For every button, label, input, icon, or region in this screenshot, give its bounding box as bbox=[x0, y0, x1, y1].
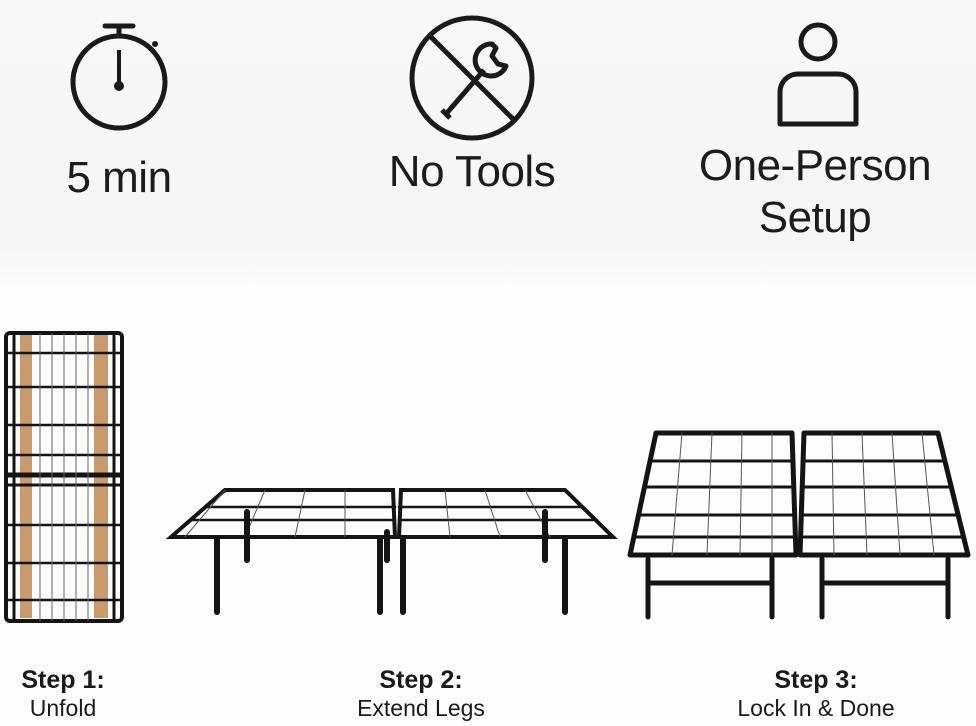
no-tools-icon bbox=[409, 15, 535, 141]
folded-bed-frame-image bbox=[4, 331, 124, 623]
step-2-title: Step 2: bbox=[379, 666, 463, 694]
features-band bbox=[0, 0, 976, 285]
locked-bed-frame-image bbox=[627, 430, 971, 620]
step-1-title: Step 1: bbox=[21, 666, 105, 694]
stopwatch-icon bbox=[70, 23, 168, 131]
step-2-desc: Extend Legs bbox=[357, 695, 485, 721]
step-3-title: Step 3: bbox=[774, 666, 858, 694]
extended-legs-bed-frame-image bbox=[165, 488, 618, 615]
feature-label-person-2: Setup bbox=[758, 193, 872, 242]
step-3-desc: Lock In & Done bbox=[737, 695, 895, 721]
person-icon bbox=[777, 22, 859, 127]
feature-label-person-1: One-Person bbox=[698, 141, 932, 190]
step-1-desc: Unfold bbox=[29, 695, 97, 721]
feature-label-time: 5 min bbox=[66, 153, 172, 202]
feature-label-tools: No Tools bbox=[388, 147, 556, 196]
